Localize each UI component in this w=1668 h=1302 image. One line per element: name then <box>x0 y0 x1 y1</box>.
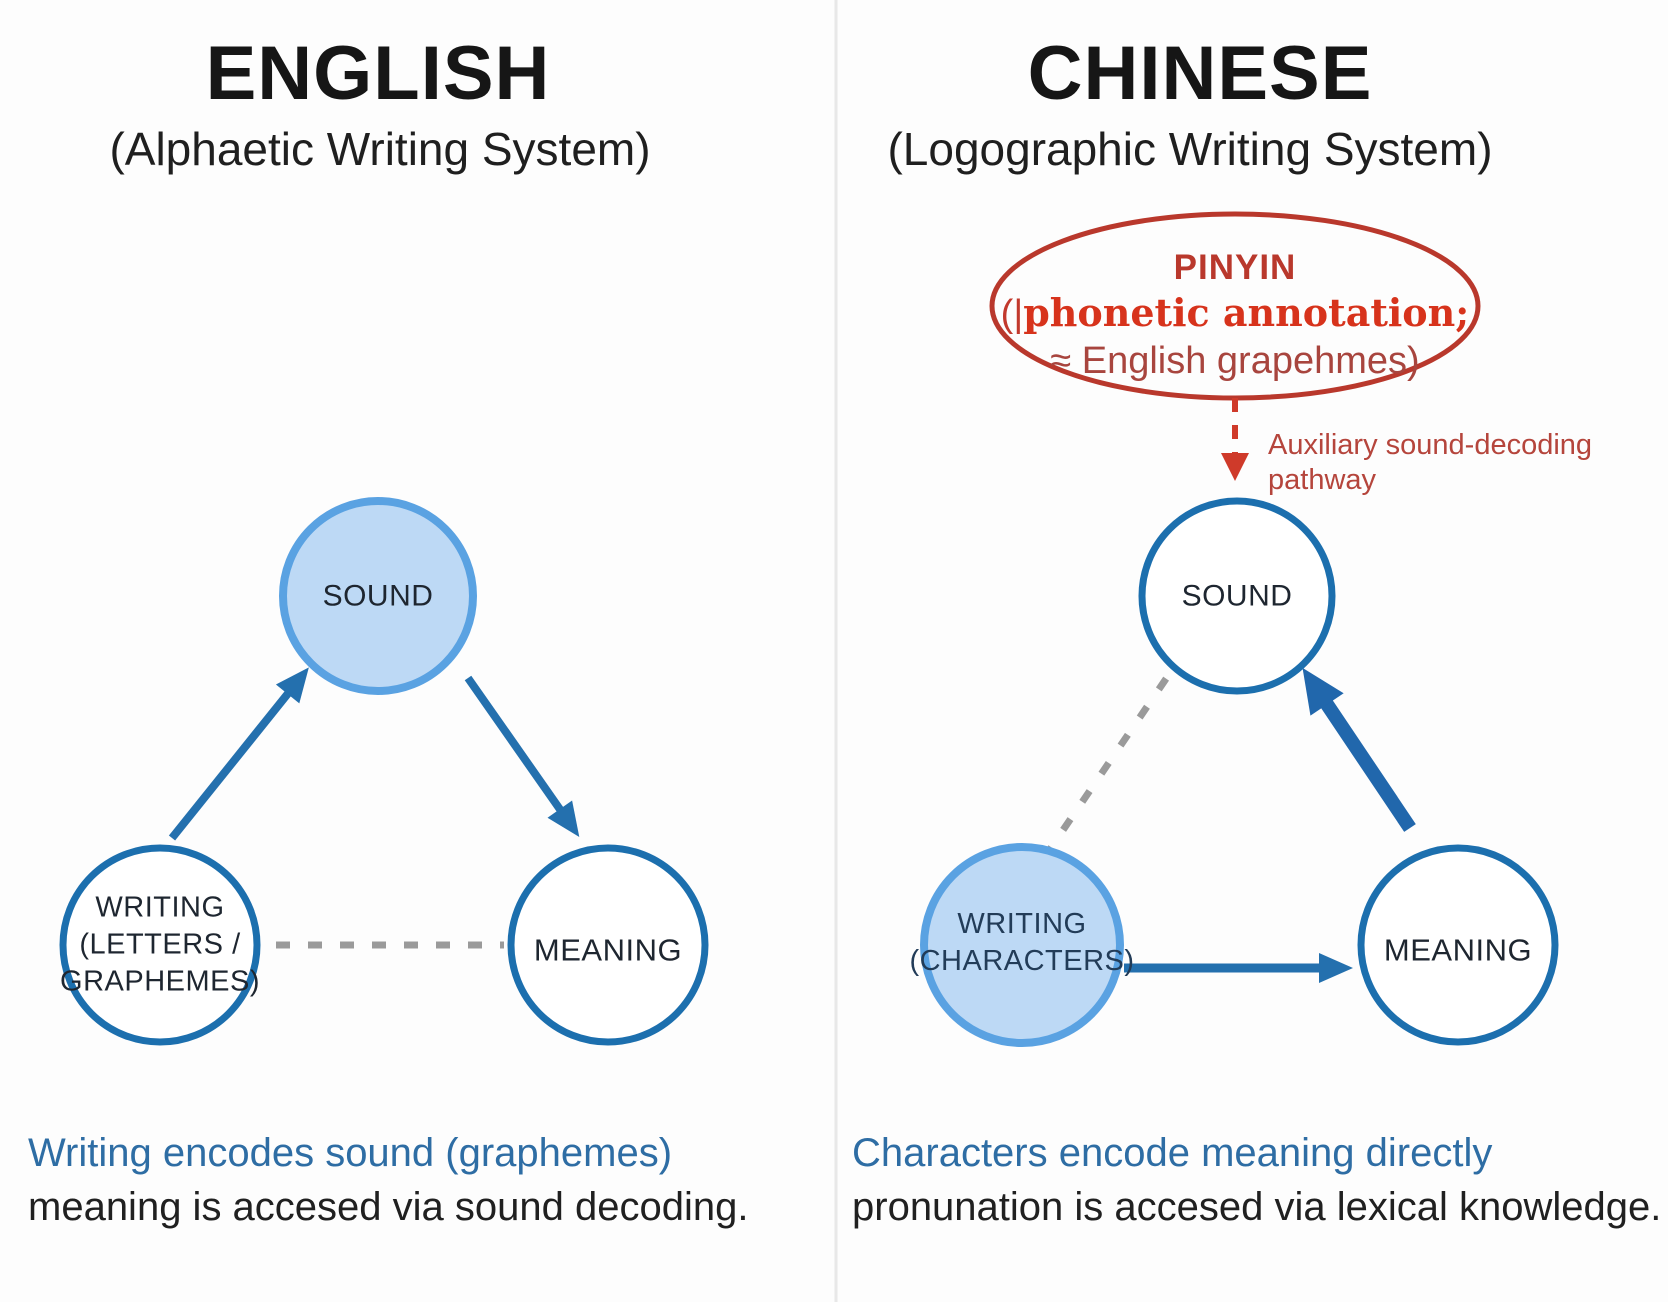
left-writing-label-line2: (LETTERS / <box>79 928 241 961</box>
chinese-subtitle: (Logographic Writing System) <box>887 123 1493 175</box>
pinyin-line2-end: ; <box>1455 290 1470 335</box>
right-dashed-writing-sound <box>1041 668 1175 860</box>
pinyin-line2-main: phonetic annotation <box>1023 290 1456 335</box>
pinyin-line2: (|phonetic annotation; <box>1001 288 1470 339</box>
pinyin-title: PINYIN <box>1173 248 1297 287</box>
chinese-title: CHINESE <box>1027 31 1373 116</box>
pinyin-bubble-text: PINYIN (|phonetic annotation; ≈ English … <box>1001 248 1470 383</box>
right-sound-circle <box>1138 497 1336 695</box>
english-subtitle: (Alphaetic Writing System) <box>109 123 651 175</box>
right-meaning-circle <box>1357 844 1559 1046</box>
right-arrow-meaning-to-sound <box>1302 667 1416 832</box>
left-writing-label-line3: GRAPHEMES) <box>60 965 260 998</box>
left-caption-line2: meaning is accesed via sound decoding. <box>28 1185 749 1229</box>
left-arrow-sound-to-meaning <box>464 675 580 838</box>
left-sound-label: SOUND <box>322 579 434 613</box>
right-writing-label: WRITING (CHARACTERS) <box>909 906 1134 980</box>
left-writing-label-line1: WRITING <box>95 891 225 924</box>
right-meaning-label: MEANING <box>1383 932 1533 968</box>
right-writing-circle <box>920 843 1124 1047</box>
english-title: ENGLISH <box>205 31 551 116</box>
left-meaning-circle <box>507 844 709 1046</box>
auxiliary-pathway-label-line1: Auxiliary sound-decoding <box>1268 429 1593 461</box>
left-writing-circle <box>59 844 261 1046</box>
right-writing-label-line1: WRITING <box>957 908 1087 940</box>
right-caption-line2: pronunation is accesed via lexical knowl… <box>852 1185 1662 1229</box>
auxiliary-pathway-label: Auxiliary sound-decoding pathway <box>1268 428 1592 498</box>
left-sound-circle <box>279 497 477 695</box>
auxiliary-pathway-label-line2: pathway <box>1268 464 1377 496</box>
left-writing-label: WRITING (LETTERS / GRAPHEMES) <box>60 890 260 1001</box>
left-meaning-label: MEANING <box>533 932 683 968</box>
left-caption-line1: Writing encodes sound (graphemes) <box>28 1131 673 1175</box>
pinyin-line2-open: (| <box>1000 293 1024 335</box>
pinyin-line3: ≈ English grapehmes) <box>1050 340 1420 382</box>
right-sound-label: SOUND <box>1181 579 1293 613</box>
left-arrow-writing-to-sound <box>168 667 309 841</box>
right-caption-line1: Characters encode meaning directly <box>852 1131 1493 1175</box>
right-writing-label-line2: (CHARACTERS) <box>909 945 1135 977</box>
